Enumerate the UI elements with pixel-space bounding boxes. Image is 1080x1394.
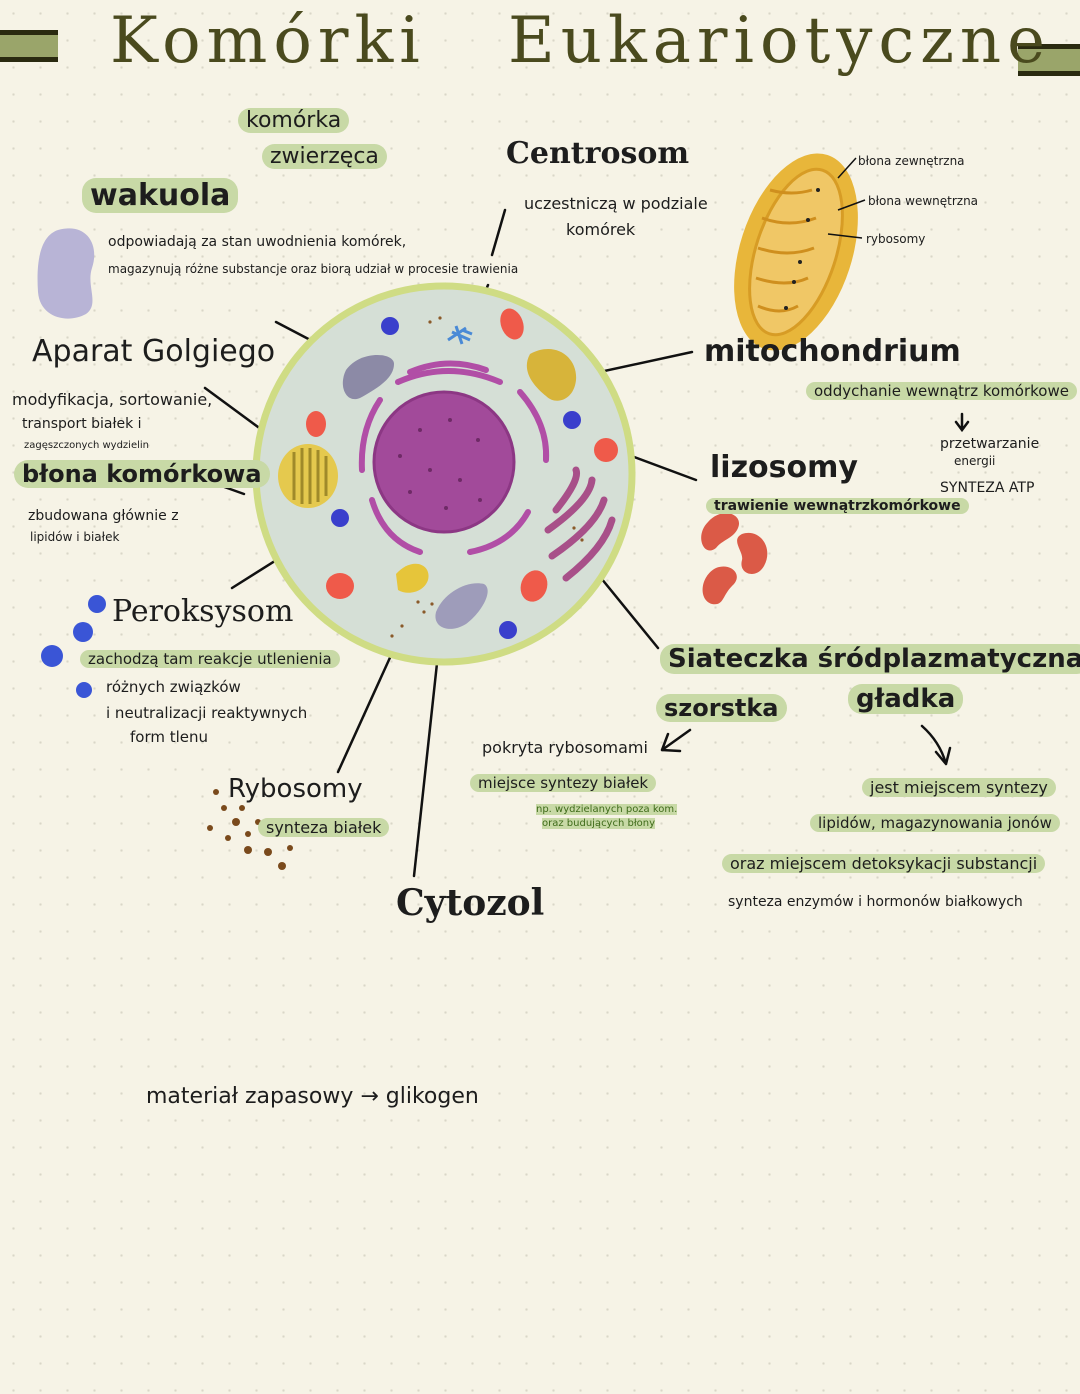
centrosom-label: Centrosom (506, 136, 690, 171)
subtitle-line1: komórka (238, 108, 350, 133)
er-rough-desc-2: miejsce syntezy białek (470, 774, 657, 792)
page-title-left: Komórki (110, 4, 426, 78)
wakuola-desc-1: odpowiadają za stan uwodnienia komórek, (108, 234, 407, 250)
centrosome-in-cell (447, 325, 473, 345)
er-smooth-desc-2: lipidów, magazynowania jonów (810, 814, 1060, 832)
er-smooth-desc-3: oraz miejscem detoksykacji substancji (722, 854, 1046, 873)
membrane-desc-2: lipidów i białek (30, 530, 120, 544)
cell (252, 282, 636, 666)
mitochondrion-in-cell (526, 349, 577, 401)
mitochondrium-label: mitochondrium (704, 334, 961, 369)
mito-atp: SYNTEZA ATP (940, 480, 1035, 496)
er-smooth-desc-1: jest miejscem syntezy (862, 778, 1056, 797)
rybosomy-label: Rybosomy (228, 774, 363, 804)
arrow-energy (954, 412, 970, 433)
peroksysom-desc-4: form tlenu (130, 728, 209, 746)
lizosomy-desc: trawienie wewnątrzkomórkowe (706, 498, 969, 514)
centrosom-desc-2: komórek (566, 220, 636, 239)
mito-energy-2: energii (954, 454, 996, 468)
membrane-label: błona komórkowa (14, 460, 270, 488)
golgi-in-cell (278, 444, 338, 508)
wakuola-label: wakuola (82, 178, 239, 213)
mitochondrion-sample (734, 153, 866, 351)
mito-part-outer: błona zewnętrzna (858, 154, 965, 168)
arrow-rough (660, 728, 692, 753)
centrosom-desc-1: uczestniczą w podziale (524, 194, 708, 213)
mito-part-inner: błona wewnętrzna (868, 194, 979, 208)
peroksysom-desc-2: różnych związków (106, 678, 241, 696)
wakuola-desc-2: magazynują różne substancje oraz biorą u… (108, 262, 519, 276)
subtitle-line2: zwierzęca (262, 144, 387, 169)
mito-part-ribo: rybosomy (866, 232, 926, 246)
er-smooth-desc-4: synteza enzymów i hormonów białkowych (728, 894, 1023, 910)
lizosomy-label: lizosomy (710, 450, 858, 485)
title-bar-left (0, 30, 58, 62)
golgi-desc-1: modyfikacja, sortowanie, (12, 390, 213, 409)
arrow-smooth (920, 724, 952, 766)
rybosomy-desc: synteza białek (258, 818, 390, 837)
er-rough-note-1: np. wydzielanych poza kom. (536, 804, 678, 815)
peroksysom-desc-1: zachodzą tam reakcje utlenienia (80, 650, 340, 668)
page-title-right: Eukariotyczne (508, 4, 1051, 78)
er-rough-desc-1: pokryta rybosomami (482, 738, 648, 757)
lysosome-samples (701, 513, 768, 605)
golgi-desc-2: transport białek i (22, 416, 142, 432)
reserve-material-note: materiał zapasowy → glikogen (146, 1084, 479, 1109)
mitochondrium-desc: oddychanie wewnątrz komórkowe (806, 382, 1077, 400)
er-rough-label: szorstka (656, 694, 787, 722)
peroksysom-desc-3: i neutralizacji reaktywnych (106, 704, 308, 722)
golgi-desc-3: zagęszczonych wydzielin (24, 440, 149, 451)
er-label: Siateczka śródplazmatyczna (660, 644, 1080, 674)
er-smooth-label: gładka (848, 684, 964, 714)
mito-energy-1: przetwarzanie (940, 436, 1040, 452)
membrane-desc-1: zbudowana głównie z (28, 508, 179, 524)
peroxisome-samples (41, 595, 106, 698)
peroksysom-label: Peroksysom (112, 594, 294, 629)
vacuole-sample (37, 228, 95, 319)
cytozol-label: Cytozol (396, 882, 545, 924)
leader-ribosome (336, 638, 400, 774)
er-rough-note-2: oraz budujących błony (542, 818, 656, 829)
leader-cytosol (412, 652, 440, 878)
title-bar-right (1018, 44, 1080, 76)
ribosome-samples (207, 789, 293, 870)
golgi-label: Aparat Golgiego (32, 334, 276, 369)
